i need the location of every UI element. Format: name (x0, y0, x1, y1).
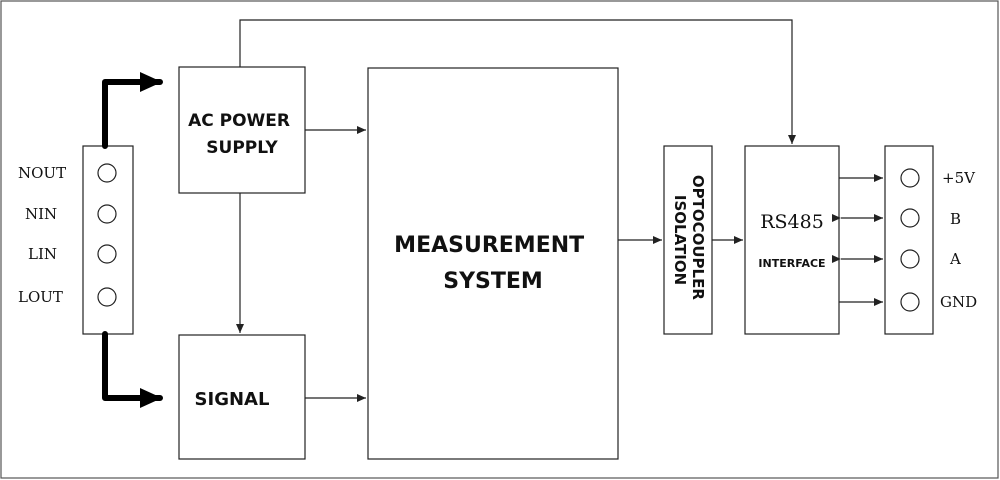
interface-label: INTERFACE (758, 257, 825, 270)
signal-block (178, 334, 306, 460)
thick-arrow-to-signal (102, 331, 163, 408)
label-nout: NOUT (18, 164, 66, 182)
arrow-power-to-rs485 (239, 19, 796, 144)
terminal-a (900, 249, 920, 269)
measurement-label: MEASUREMENT SYSTEM (394, 233, 592, 294)
terminal-lout (97, 287, 117, 307)
measurement-system-block (367, 67, 619, 460)
terminal-nout (97, 163, 117, 183)
optocoupler-block (663, 145, 713, 335)
label-a: A (949, 250, 961, 268)
label-lout: LOUT (18, 288, 63, 306)
thick-arrow-to-power (102, 72, 163, 149)
terminal-5v (900, 168, 920, 188)
rs485-label: RS485 (760, 211, 824, 233)
terminal-gnd (900, 292, 920, 312)
signal-label: SIGNAL (195, 389, 270, 410)
optocoupler-label: OPTOCOUPLER ISOLATION (671, 175, 707, 305)
terminal-lin (97, 244, 117, 264)
label-nin: NIN (25, 205, 57, 223)
ac-power-label: AC POWER SUPPLY (188, 111, 296, 158)
label-b: B (950, 210, 961, 228)
terminal-nin (97, 204, 117, 224)
terminal-b (900, 208, 920, 228)
rs485-interface-block (744, 145, 840, 335)
ac-power-supply-block (178, 66, 306, 194)
label-gnd: GND (940, 293, 977, 311)
label-lin: LIN (28, 245, 57, 263)
label-5v: +5V (942, 169, 976, 187)
